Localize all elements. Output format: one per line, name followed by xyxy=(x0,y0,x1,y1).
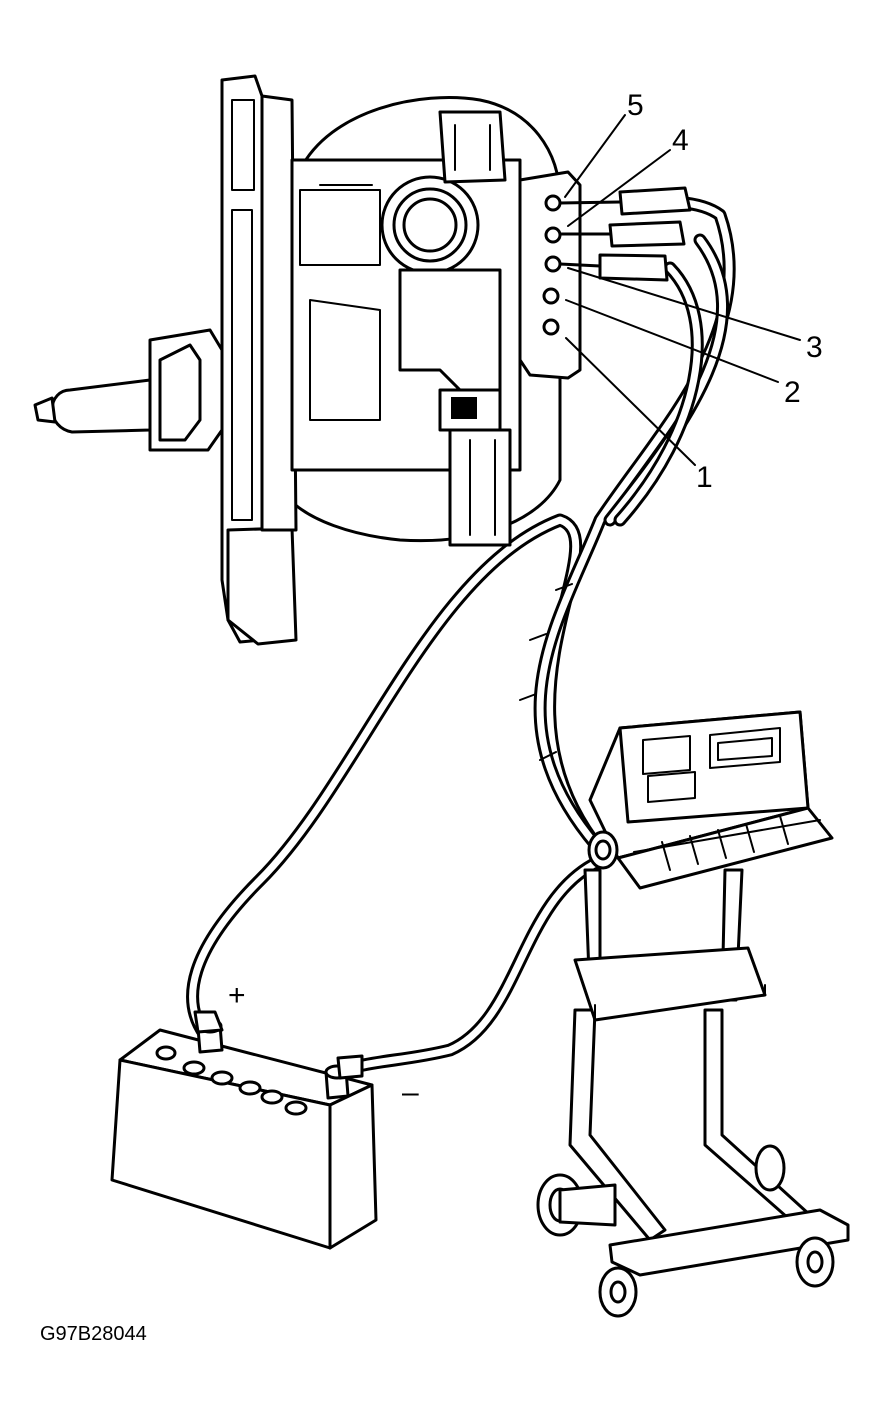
battery-negative-terminal xyxy=(324,1054,364,1100)
pin-label-3: 3 xyxy=(806,331,823,364)
connector-plug-icon xyxy=(558,186,692,282)
test-cables xyxy=(186,195,736,1075)
tester-cart-icon xyxy=(536,710,850,1318)
pin-leader-lines xyxy=(564,114,801,466)
positive-label: + xyxy=(228,979,246,1012)
pin-label-1: 1 xyxy=(696,461,713,494)
pin-label-2: 2 xyxy=(784,376,801,409)
battery-icon xyxy=(110,1010,378,1250)
generator-icon xyxy=(33,74,692,646)
battery-positive-terminal xyxy=(193,1010,224,1054)
figure-code: G97B28044 xyxy=(40,1323,147,1345)
negative-label: – xyxy=(402,1076,419,1109)
pin-labels: 5 4 3 2 1 xyxy=(627,89,823,494)
pin-label-5: 5 xyxy=(627,89,644,122)
pin-label-4: 4 xyxy=(672,124,689,157)
